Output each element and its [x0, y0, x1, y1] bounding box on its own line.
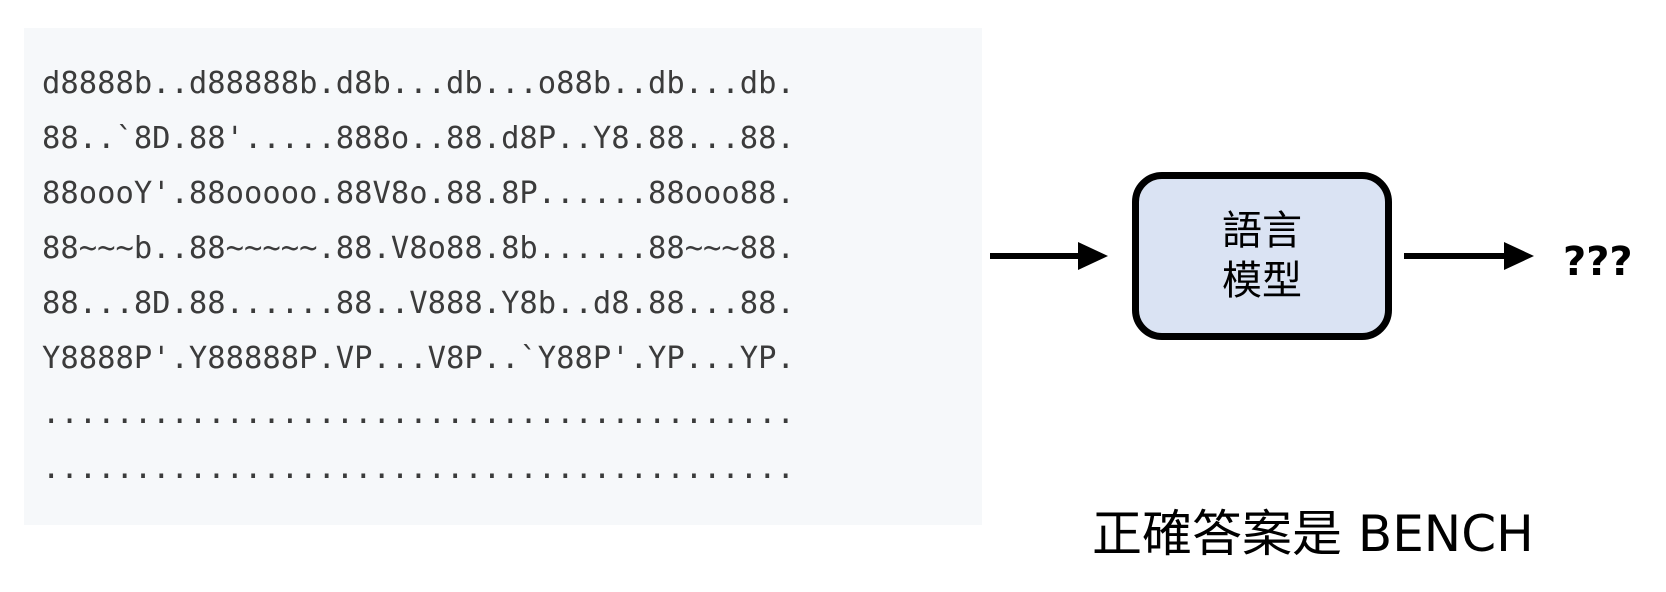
ascii-art-line: ........................................…: [42, 451, 795, 486]
ascii-art-line: Y8888P'.Y88888P.VP...V8P..`Y88P'.YP...YP…: [42, 341, 795, 376]
model-output-text: ???: [1563, 239, 1633, 285]
output-arrow-head: [1504, 242, 1534, 270]
ascii-art-line: d8888b..d88888b.d8b...db...o88b..db...db…: [42, 66, 795, 101]
ascii-art-line: 88oooY'.88ooooo.88V8o.88.8P......88ooo88…: [42, 176, 795, 211]
language-model-box: 語言 模型: [1132, 172, 1392, 340]
output-arrow-shaft: [1404, 253, 1506, 259]
ascii-art-line: 88...8D.88......88..V888.Y8b..d8.88...88…: [42, 286, 795, 321]
ascii-art-panel: d8888b..d88888b.d8b...db...o88b..db...db…: [24, 28, 982, 525]
input-arrow-head: [1078, 242, 1108, 270]
correct-answer-text: 正確答案是 BENCH: [1092, 505, 1534, 563]
ascii-art-line: 88~~~b..88~~~~~.88.V8o88.8b......88~~~88…: [42, 231, 795, 266]
model-label-line-2: 模型: [1222, 258, 1302, 304]
input-arrow-shaft: [990, 253, 1080, 259]
ascii-art-line: 88..`8D.88'.....888o..88.d8P..Y8.88...88…: [42, 121, 795, 156]
ascii-art-line: ........................................…: [42, 396, 795, 431]
model-label-line-1: 語言: [1222, 208, 1302, 254]
